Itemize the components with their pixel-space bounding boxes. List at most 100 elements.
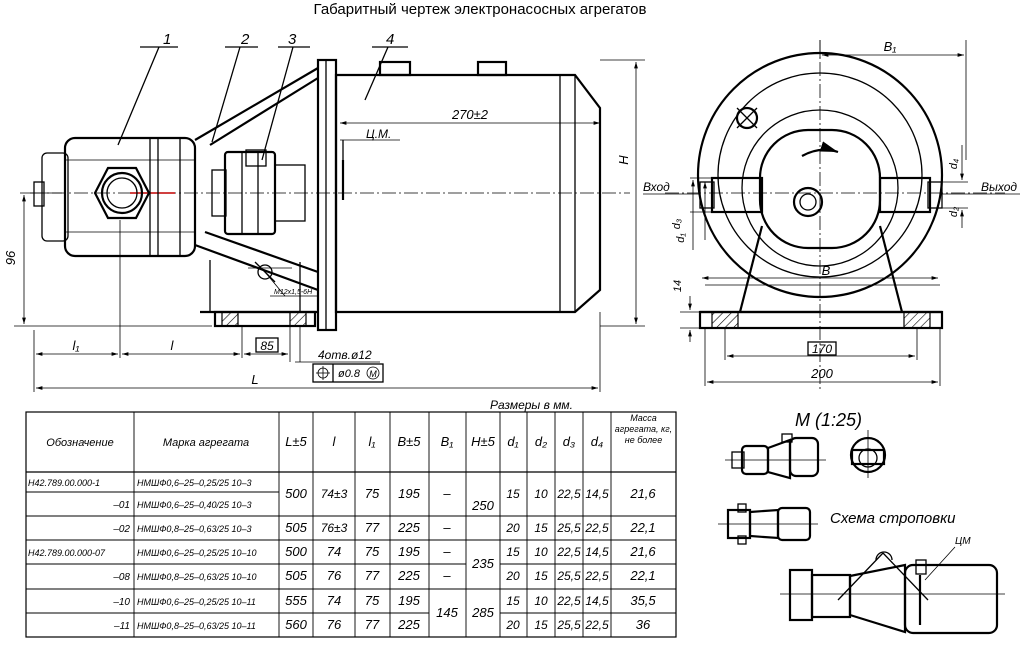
dimension-170-label: 170 [812, 342, 832, 356]
cell-B-3: 195 [398, 544, 420, 559]
cell-d3-1: 22,5 [556, 487, 581, 501]
dimension-96-label: 96 [3, 250, 18, 265]
cell-mass-6: 36 [636, 617, 651, 632]
header-H: H±5 [471, 434, 496, 449]
row-code-5: –08 [112, 572, 130, 583]
cell-L-2: 505 [285, 520, 307, 535]
row-mark-6: НМШФ0,6–25–0,25/25 10–11 [137, 597, 256, 607]
sling-cm-label: ЦМ [955, 536, 971, 547]
header-L: L±5 [285, 434, 307, 449]
cell-d1-3: 15 [506, 545, 520, 559]
header-mass: Масса агрегата, кг, не более [614, 413, 673, 445]
cell-mass-4: 22,1 [629, 568, 655, 583]
header-l: l [333, 434, 337, 449]
cell-d4-5: 14,5 [585, 594, 609, 608]
shaft-circle [792, 186, 824, 218]
cell-B-1: 195 [398, 486, 420, 501]
cell-d1-4: 20 [505, 569, 520, 583]
dimension-B1-label: B₁ [884, 39, 897, 54]
dimension-H-label: H [616, 155, 631, 165]
row-mark-2: НМШФ0,6–25–0,40/25 10–3 [137, 500, 252, 510]
cell-d3-2: 25,5 [556, 521, 581, 535]
header-d1: d₁ [507, 434, 518, 449]
side-view: 1 2 3 4 270±2 Ц.М. M12x1,5-6H 96 H [3, 31, 645, 392]
view-m-label: М (1:25) [795, 410, 862, 430]
sling-scheme-title: Схема строповки [830, 510, 956, 527]
dimension-d1-label: d₁ [675, 233, 687, 243]
cell-l1-5: 75 [365, 593, 380, 608]
row-mark-3: НМШФ0,8–25–0,63/25 10–3 [137, 524, 252, 534]
cell-l-1: 74±3 [321, 487, 348, 501]
cell-B1-3: – [442, 544, 451, 559]
cell-B-4: 225 [397, 568, 420, 583]
position-tolerance-frame [312, 363, 384, 383]
header-l1: l₁ [369, 434, 376, 449]
cell-d2-6: 15 [534, 618, 548, 632]
row-code-2: –01 [112, 500, 130, 511]
cell-mass-3: 21,6 [629, 544, 656, 559]
header-d3: d₃ [563, 434, 575, 449]
drawing-title: Габаритный чертеж электронасосных агрега… [314, 1, 647, 18]
cell-l-6: 76 [327, 617, 342, 632]
pump-body [33, 136, 197, 258]
front-view: Вход Выход B₁ B 170 200 14 d₁ d₃ [643, 39, 1020, 390]
units-note: Размеры в мм. [490, 398, 573, 412]
row-mark-1: НМШФ0,6–25–0,25/25 10–3 [137, 478, 252, 488]
cell-l-5: 74 [327, 593, 341, 608]
electric-motor [334, 60, 602, 314]
cell-l-3: 74 [327, 544, 341, 559]
row-mark-7: НМШФ0,8–25–0,63/25 10–11 [137, 621, 256, 631]
cell-d1-2: 20 [505, 521, 520, 535]
callout-leaders [117, 46, 408, 161]
cell-H-3: 285 [471, 605, 494, 620]
cell-d1-5: 15 [506, 594, 520, 608]
row-code-3: –02 [112, 524, 130, 535]
row-code-6: –10 [112, 597, 130, 608]
cell-d2-2: 15 [534, 521, 548, 535]
cell-l1-2: 77 [365, 520, 380, 535]
cell-d4-1: 14,5 [585, 487, 609, 501]
center-of-mass-label: Ц.М. [366, 127, 391, 141]
header-mass-wrap: Масса агрегата, кг, не более [614, 413, 673, 445]
callout-2: 2 [240, 31, 250, 48]
cell-d3-5: 22,5 [556, 594, 581, 608]
dimension-85-box [255, 337, 279, 353]
dimension-l1-label: l₁ [73, 338, 80, 353]
cell-L-4: 505 [285, 568, 307, 583]
header-mark: Марка агрегата [163, 437, 249, 449]
view-m: М (1:25) Схема строповки ЦМ [718, 410, 1005, 635]
header-B: B±5 [397, 434, 421, 449]
cell-H-2: 235 [471, 556, 494, 571]
cell-B1-1: – [442, 486, 451, 501]
specification-table: Обозначение Марка агрегата L±5 l l₁ B±5 … [25, 411, 677, 638]
cell-d4-4: 22,5 [584, 569, 609, 583]
cell-d2-3: 10 [534, 545, 548, 559]
header-designation: Обозначение [46, 437, 113, 449]
dimension-200-label: 200 [810, 366, 833, 381]
cell-H-1: 250 [471, 498, 494, 513]
cell-l-4: 76 [327, 568, 342, 583]
thread-label: M12x1,5-6H [274, 289, 313, 296]
row-code-1: Н42.789.00.000-1 [28, 478, 100, 488]
cell-l-2: 76±3 [321, 521, 348, 535]
cell-l1-1: 75 [365, 486, 380, 501]
cell-l1-6: 77 [365, 617, 380, 632]
dimension-d4-label: d₄ [948, 159, 960, 170]
cell-mass-1: 21,6 [629, 486, 656, 501]
dimension-l-label: l [171, 338, 175, 353]
dimension-B-label: B [822, 263, 831, 278]
cell-mass-5: 35,5 [630, 593, 656, 608]
cell-l1-3: 75 [365, 544, 380, 559]
cell-d4-3: 14,5 [585, 545, 609, 559]
coupling [211, 149, 306, 236]
dimension-85-label: 85 [260, 339, 274, 353]
holes-label: 4отв.ø12 [318, 348, 372, 362]
cell-d4-6: 22,5 [584, 618, 609, 632]
cell-B-2: 225 [397, 520, 420, 535]
tolerance-value: ø0.8 [338, 368, 361, 380]
inlet-label: Вход [643, 180, 670, 194]
dimension-L-label: L [251, 372, 258, 387]
cell-d3-3: 22,5 [556, 545, 581, 559]
cell-L-6: 560 [285, 617, 307, 632]
cell-d4-2: 22,5 [584, 521, 609, 535]
